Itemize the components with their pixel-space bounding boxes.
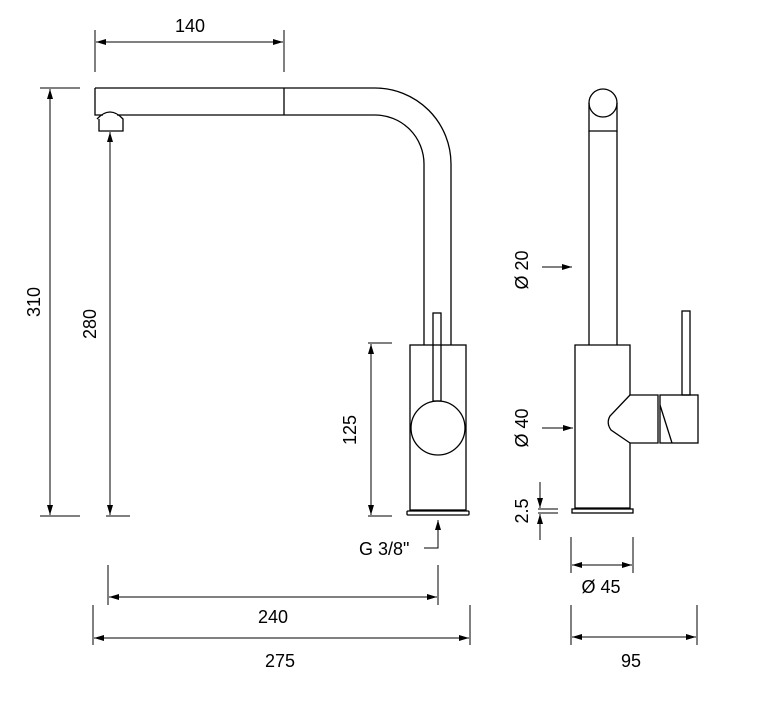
lever-rod [432, 312, 442, 402]
dim-label-base-diameter: Ø 45 [581, 577, 620, 597]
lever-rod-side [681, 310, 691, 396]
dim-label-body-height: 125 [340, 415, 360, 445]
dim-label-total-width: 95 [621, 651, 641, 671]
dim-label-spout-diameter: Ø 20 [512, 250, 532, 289]
dim-label-total-depth: 275 [265, 651, 295, 671]
side-view: Ø 20 Ø 40 2.5 Ø 45 95 [512, 88, 699, 671]
spout-end [588, 88, 618, 118]
spout-outline [94, 87, 452, 345]
front-view: 140 310 280 125 G 3/8" 240 275 [24, 16, 471, 671]
dim-label-spout-projection: 240 [258, 607, 288, 627]
base-plate-side [571, 508, 634, 514]
dim-label-spout-reach: 140 [175, 16, 205, 36]
lever-knob [410, 400, 466, 456]
tap-body-side [574, 344, 659, 509]
dim-label-total-height: 310 [24, 287, 44, 317]
spout-tube [588, 131, 618, 345]
lever-block [659, 394, 699, 444]
dim-label-body-diameter: Ø 40 [512, 408, 532, 447]
base-plate [406, 510, 470, 516]
aerator [96, 111, 124, 132]
dim-label-spout-height: 280 [80, 309, 100, 339]
dim-label-connection: G 3/8" [359, 539, 409, 559]
tap-body [409, 344, 467, 511]
lever-notch [607, 394, 631, 444]
dim-label-base-thickness: 2.5 [512, 498, 532, 523]
